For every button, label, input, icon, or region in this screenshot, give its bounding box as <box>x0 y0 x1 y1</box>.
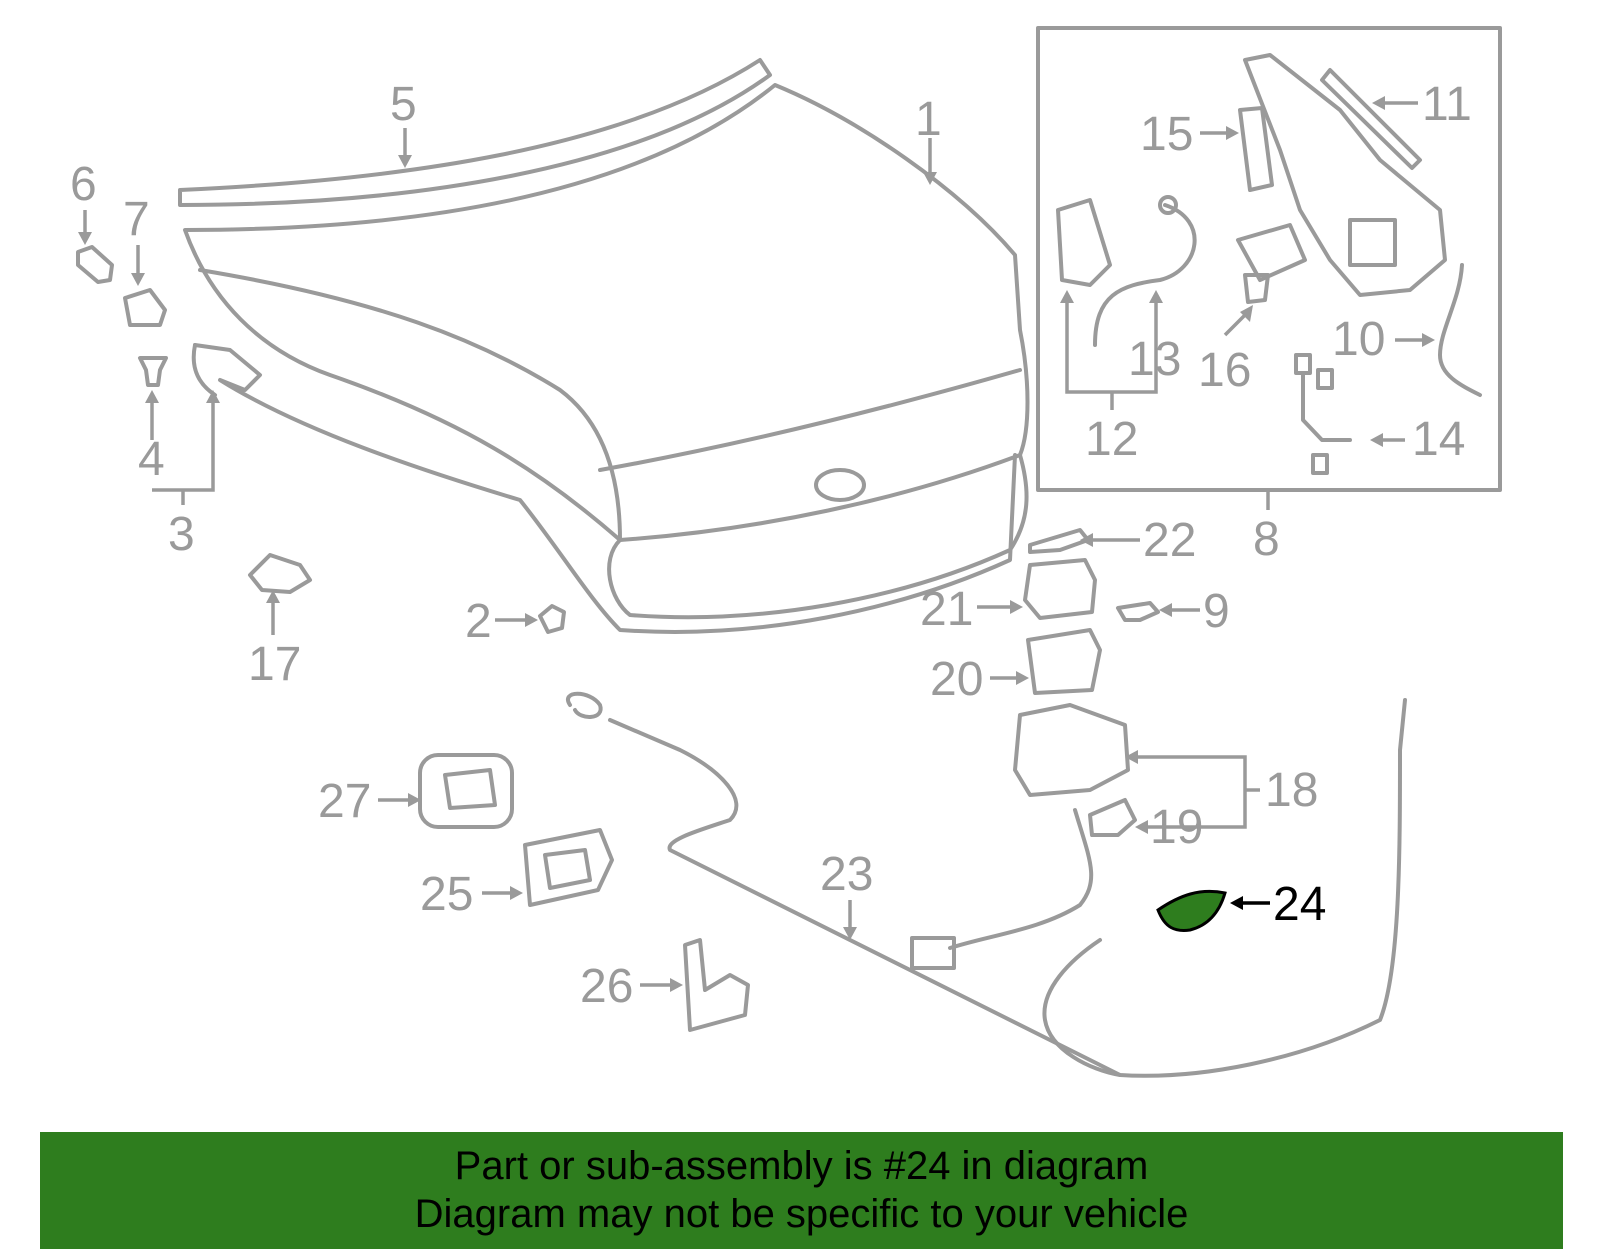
parts-diagram: 1 2 3 4 5 6 7 8 9 10 11 12 13 14 15 16 1… <box>70 26 1502 1078</box>
part-3-seal <box>191 343 1017 634</box>
label-11: 11 <box>1422 78 1472 131</box>
banner-line-2: Diagram may not be specific to your vehi… <box>414 1192 1189 1236</box>
part-8-housing <box>1243 53 1447 297</box>
label-7: 7 <box>123 193 150 246</box>
part-6 <box>76 245 114 284</box>
part-2 <box>538 604 566 634</box>
label-26: 26 <box>580 960 633 1013</box>
part-25-bezel <box>523 828 614 907</box>
label-16: 16 <box>1198 344 1251 397</box>
label-27: 27 <box>318 775 371 828</box>
harness-connector <box>910 936 956 970</box>
part-20 <box>1026 628 1102 695</box>
label-17: 17 <box>248 638 301 691</box>
label-18: 18 <box>1265 764 1318 817</box>
label-24-highlighted: 24 <box>1273 878 1326 931</box>
part-9 <box>1116 601 1160 622</box>
part-1-trunk-lid <box>183 83 1030 620</box>
label-13: 13 <box>1128 333 1181 386</box>
part-12-bracket <box>1056 198 1112 287</box>
label-15: 15 <box>1140 108 1193 161</box>
label-10: 10 <box>1332 313 1385 366</box>
part-17 <box>248 553 312 594</box>
latch-harness <box>948 808 1094 950</box>
label-1: 1 <box>915 93 942 146</box>
part-10-wire <box>1438 263 1482 397</box>
part-15-bracket <box>1238 106 1274 192</box>
label-5: 5 <box>390 78 417 131</box>
label-4: 4 <box>138 433 165 486</box>
label-20: 20 <box>930 653 983 706</box>
part-4 <box>138 356 168 387</box>
part-26-bracket <box>683 938 750 1032</box>
label-22: 22 <box>1143 514 1196 567</box>
part-13-wire <box>1093 195 1197 347</box>
part-16-motor <box>1236 223 1307 304</box>
part-14-connectors <box>1294 353 1352 475</box>
label-2: 2 <box>465 595 492 648</box>
label-12: 12 <box>1085 413 1138 466</box>
part-23-cable <box>566 691 1407 1078</box>
part-number-labels: 1 2 3 4 5 6 7 8 9 10 11 12 13 14 15 16 1… <box>70 78 1472 1013</box>
part-27-handle <box>418 753 514 829</box>
part-21 <box>1023 558 1097 620</box>
label-21: 21 <box>920 583 973 636</box>
label-14: 14 <box>1412 413 1465 466</box>
label-6: 6 <box>70 158 97 211</box>
label-23: 23 <box>820 848 873 901</box>
label-9: 9 <box>1203 585 1230 638</box>
label-3: 3 <box>168 508 195 561</box>
banner-line-1: Part or sub-assembly is #24 in diagram <box>454 1144 1149 1188</box>
part-22 <box>1028 528 1090 554</box>
label-8: 8 <box>1253 513 1280 566</box>
part-7 <box>123 288 167 327</box>
part-19 <box>1088 798 1137 837</box>
part-11-strut <box>1320 68 1422 170</box>
label-19: 19 <box>1150 801 1203 854</box>
leader-lines <box>78 96 1435 992</box>
part-24-highlighted[interactable] <box>1156 889 1227 932</box>
info-banner: Part or sub-assembly is #24 in diagram D… <box>40 1132 1563 1249</box>
part-5-weatherstrip <box>178 58 772 207</box>
part-18-latch <box>1013 703 1130 797</box>
label-25: 25 <box>420 868 473 921</box>
